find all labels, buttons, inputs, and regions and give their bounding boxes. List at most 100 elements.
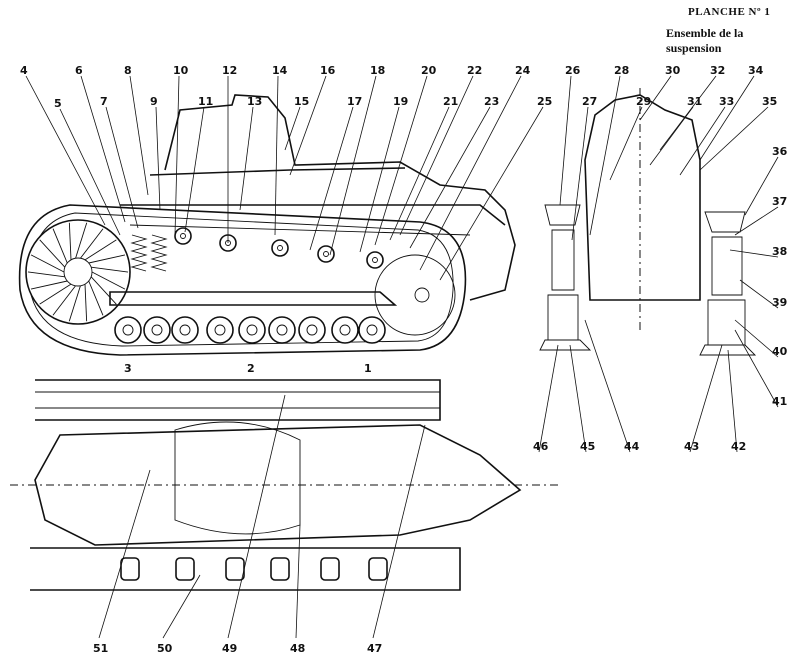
- plan-turret: [174, 421, 301, 535]
- callout-leader-28: [589, 75, 621, 236]
- callout-44: 44: [624, 440, 640, 453]
- plan-frame-bottom: [30, 547, 461, 591]
- callout-4: 4: [20, 64, 28, 77]
- track-outline: [18, 204, 467, 356]
- side-elevation: [18, 94, 516, 356]
- callout-51: 51: [93, 642, 108, 655]
- callout-35: 35: [762, 95, 777, 108]
- plan-frame-inner: [35, 391, 440, 409]
- callout-leader-49: [227, 394, 286, 639]
- callout-29: 29: [636, 95, 651, 108]
- callout-42: 42: [731, 440, 746, 453]
- plan-frame-top: [35, 379, 441, 421]
- callout-leader-36: [744, 156, 779, 216]
- callout-11: 11: [198, 95, 213, 108]
- callout-leader-47: [372, 424, 426, 639]
- callout-46: 46: [533, 440, 549, 453]
- callout-13: 13: [247, 95, 262, 108]
- callout-leader-4: [25, 75, 106, 226]
- callout-15: 15: [294, 95, 309, 108]
- callout-50: 50: [157, 642, 173, 655]
- hull-lower-line: [129, 224, 471, 236]
- callout-leader-14: [274, 75, 279, 236]
- callout-leader-7: [105, 106, 139, 229]
- callout-5: 5: [54, 97, 62, 110]
- callout-18: 18: [370, 64, 385, 77]
- section-marks: 1 2 3: [124, 362, 372, 375]
- section-mark-2: 2: [247, 362, 255, 375]
- callout-leader-32: [659, 75, 717, 151]
- callout-leader-22: [399, 75, 474, 236]
- front-left-foot: [539, 339, 592, 351]
- callout-leader-25: [439, 106, 544, 281]
- callout-20: 20: [421, 64, 437, 77]
- callout-19: 19: [393, 95, 408, 108]
- callout-leader-18: [329, 75, 377, 256]
- callout-45: 45: [580, 440, 595, 453]
- callout-6: 6: [75, 64, 83, 77]
- callout-36: 36: [772, 145, 788, 158]
- callout-leader-30: [639, 75, 672, 121]
- callout-leader-15: [284, 106, 301, 151]
- callout-21: 21: [443, 95, 458, 108]
- section-mark-3: 3: [124, 362, 132, 375]
- front-right-foot: [699, 344, 757, 356]
- callout-32: 32: [710, 64, 725, 77]
- callout-leader-19: [359, 106, 400, 253]
- callout-39: 39: [772, 296, 787, 309]
- road-wheels: [114, 316, 386, 344]
- callout-47: 47: [367, 642, 382, 655]
- callout-leader-34: [699, 75, 755, 161]
- callout-8: 8: [124, 64, 132, 77]
- callout-leader-29: [609, 106, 643, 181]
- callout-33: 33: [719, 95, 734, 108]
- callout-37: 37: [772, 195, 787, 208]
- callout-34: 34: [748, 64, 764, 77]
- callout-leader-26: [559, 75, 572, 206]
- callout-leader-6: [80, 75, 126, 223]
- callout-48: 48: [290, 642, 305, 655]
- callout-leader-13: [239, 106, 254, 211]
- callout-leader-41: [734, 329, 779, 408]
- hull-top-line: [149, 167, 406, 176]
- callout-leader-9: [155, 106, 161, 211]
- callout-leader-16: [289, 75, 327, 176]
- callout-leader-38: [729, 249, 779, 258]
- callout-leader-42: [727, 349, 738, 453]
- callout-leader-37: [734, 206, 779, 236]
- callout-leader-20: [374, 75, 428, 246]
- plan-hull: [34, 424, 522, 546]
- callout-leader-39: [739, 279, 779, 309]
- section-mark-1: 1: [364, 362, 372, 375]
- callout-numbers: 4567891011121314151617181920212223242526…: [20, 64, 788, 655]
- plate-title: Ensemble de la suspension: [666, 26, 744, 55]
- callout-leader-5: [59, 108, 121, 236]
- callout-31: 31: [687, 95, 702, 108]
- callout-22: 22: [467, 64, 482, 77]
- front-elevation: [539, 88, 757, 356]
- callout-26: 26: [565, 64, 581, 77]
- callout-leader-17: [309, 106, 354, 251]
- callout-43: 43: [684, 440, 699, 453]
- callout-leader-23: [409, 106, 491, 249]
- callout-leader-44: [584, 319, 631, 453]
- callout-41: 41: [772, 395, 787, 408]
- idler-wheel: [25, 219, 131, 325]
- callout-leader-48: [295, 524, 301, 639]
- callout-leader-21: [389, 106, 450, 241]
- callout-leader-33: [679, 106, 726, 176]
- callout-28: 28: [614, 64, 629, 77]
- callout-leader-35: [699, 106, 769, 171]
- callout-leader-40: [734, 319, 779, 358]
- callout-leader-50: [162, 574, 201, 639]
- callout-leader-43: [689, 344, 723, 453]
- callout-leader-10: [174, 75, 180, 236]
- callout-49: 49: [222, 642, 237, 655]
- callout-24: 24: [515, 64, 531, 77]
- idler-spokes: [27, 222, 129, 322]
- drive-sprocket: [374, 254, 456, 336]
- callout-7: 7: [100, 95, 108, 108]
- callout-16: 16: [320, 64, 336, 77]
- front-left-suspension: [544, 204, 581, 341]
